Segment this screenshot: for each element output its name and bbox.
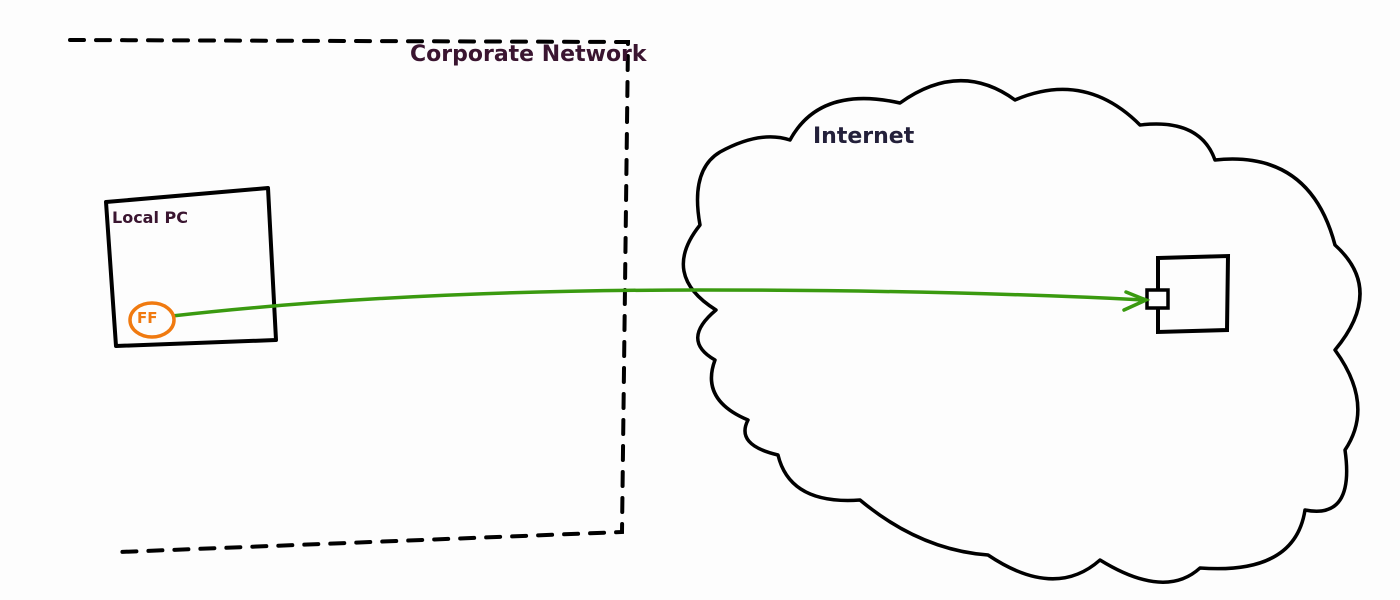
arrowhead-icon <box>1122 290 1151 312</box>
connection-line <box>171 288 1146 318</box>
local-pc-box <box>104 186 278 348</box>
server-port <box>1145 288 1170 310</box>
corporate-network-label: Corporate Network <box>410 42 647 67</box>
firefox-badge-label: FF <box>137 309 158 327</box>
firefox-icon <box>128 301 176 339</box>
corporate-network-boundary <box>68 38 631 554</box>
internet-label: Internet <box>813 124 915 149</box>
local-pc-label: Local PC <box>112 208 188 227</box>
internet-cloud <box>681 79 1362 584</box>
